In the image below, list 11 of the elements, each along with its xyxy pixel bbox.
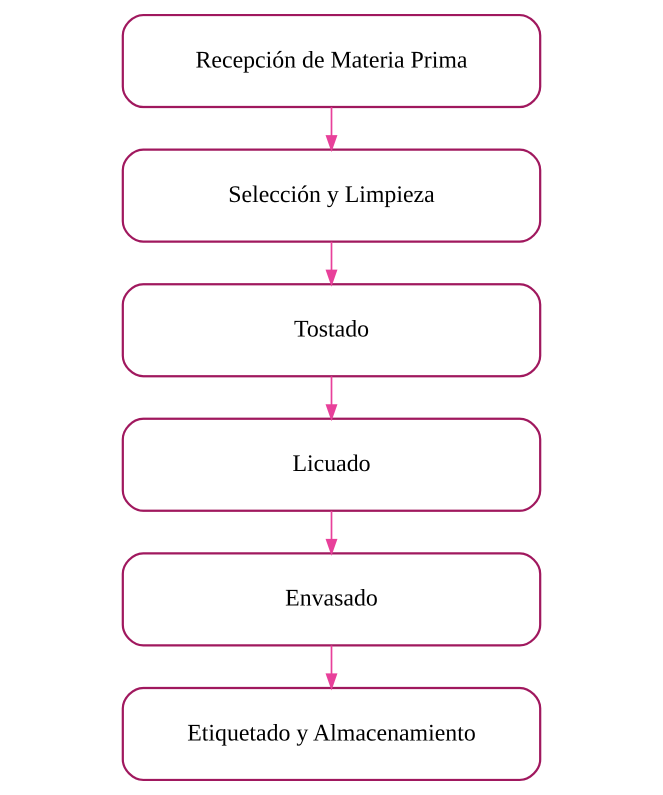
arrow — [326, 107, 338, 152]
node-box: Licuado — [122, 418, 542, 512]
node-box: Tostado — [122, 283, 542, 378]
arrow — [326, 645, 338, 690]
arrow — [326, 376, 338, 422]
node-box: Recepción de Materia Prima — [122, 14, 542, 108]
node-box: Selección y Limpieza — [122, 148, 542, 243]
arrow — [326, 510, 338, 556]
node-box: Etiquetado y Almacenamiento — [122, 686, 542, 782]
arrow — [326, 242, 338, 287]
node-box: Envasado — [122, 552, 542, 646]
